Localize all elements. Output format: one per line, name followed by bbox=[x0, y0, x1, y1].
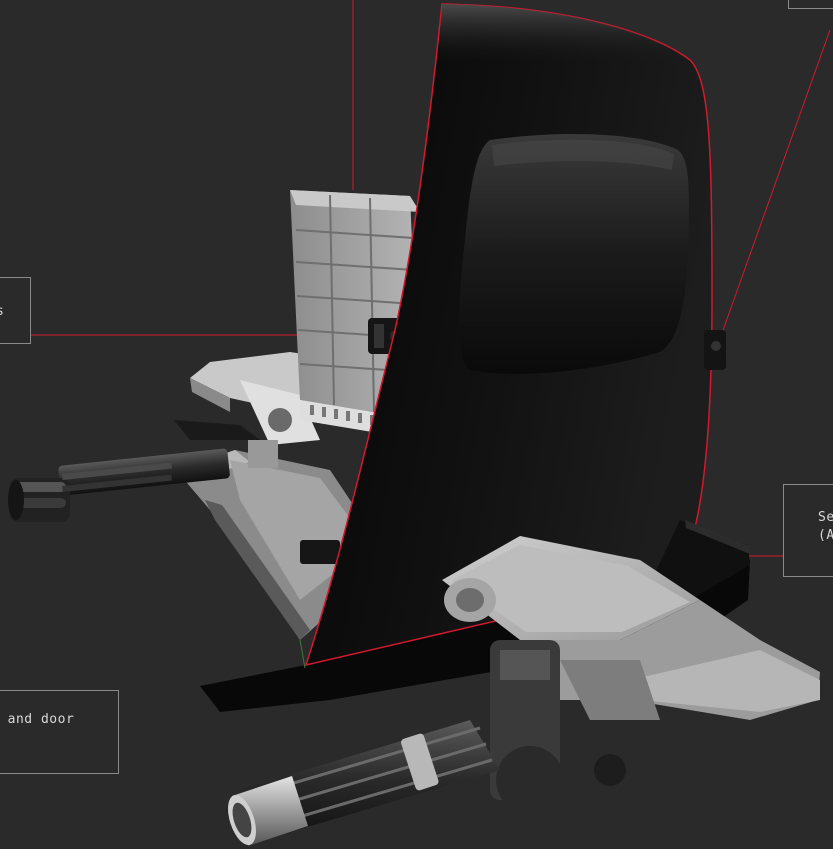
leader-line-top-right bbox=[715, 29, 831, 351]
callout-text-bottom-left-1: s and door bbox=[0, 712, 75, 727]
minigun-left bbox=[8, 448, 230, 522]
callout-text-right-mid-1: Se bbox=[818, 510, 833, 525]
callout-box-left-mid: s bbox=[0, 277, 31, 344]
callout-text-left-mid-1: s bbox=[0, 303, 30, 321]
callout-text-right-mid-2: (A bbox=[818, 528, 833, 543]
callout-box-bottom-left: s and door s bbox=[0, 690, 119, 774]
minigun-front bbox=[228, 640, 626, 846]
front-tray bbox=[442, 536, 820, 720]
door-latch-lower bbox=[248, 440, 340, 564]
callout-text-bottom-left-2: s bbox=[0, 729, 118, 747]
armor-door-panel bbox=[304, 3, 713, 667]
door-latch-right bbox=[704, 330, 726, 370]
callout-box-right-mid: Se (A bbox=[783, 484, 833, 577]
callout-box-top-right bbox=[788, 0, 833, 9]
